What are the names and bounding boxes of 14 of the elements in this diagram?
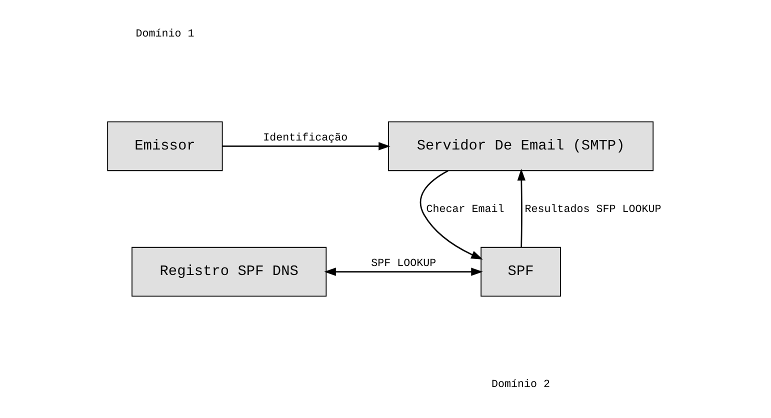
arrow <box>222 142 390 150</box>
edge-label: Resultados SFP LOOKUP <box>524 204 661 216</box>
edge-label: SPF LOOKUP <box>370 258 436 270</box>
arrow <box>516 168 526 248</box>
edge-label: Identificação <box>262 132 348 144</box>
node-box: Emissor <box>106 121 222 172</box>
arrow <box>324 268 482 276</box>
label: Domínio 2 <box>491 379 550 392</box>
arrow <box>419 170 482 260</box>
label: Domínio 1 <box>135 28 194 41</box>
edge-label: Checar Email <box>426 204 504 216</box>
node-box: Servidor De Email (SMTP) <box>388 121 654 172</box>
node-box: SPF <box>480 246 560 297</box>
node-box: Registro SPF DNS <box>131 246 326 297</box>
